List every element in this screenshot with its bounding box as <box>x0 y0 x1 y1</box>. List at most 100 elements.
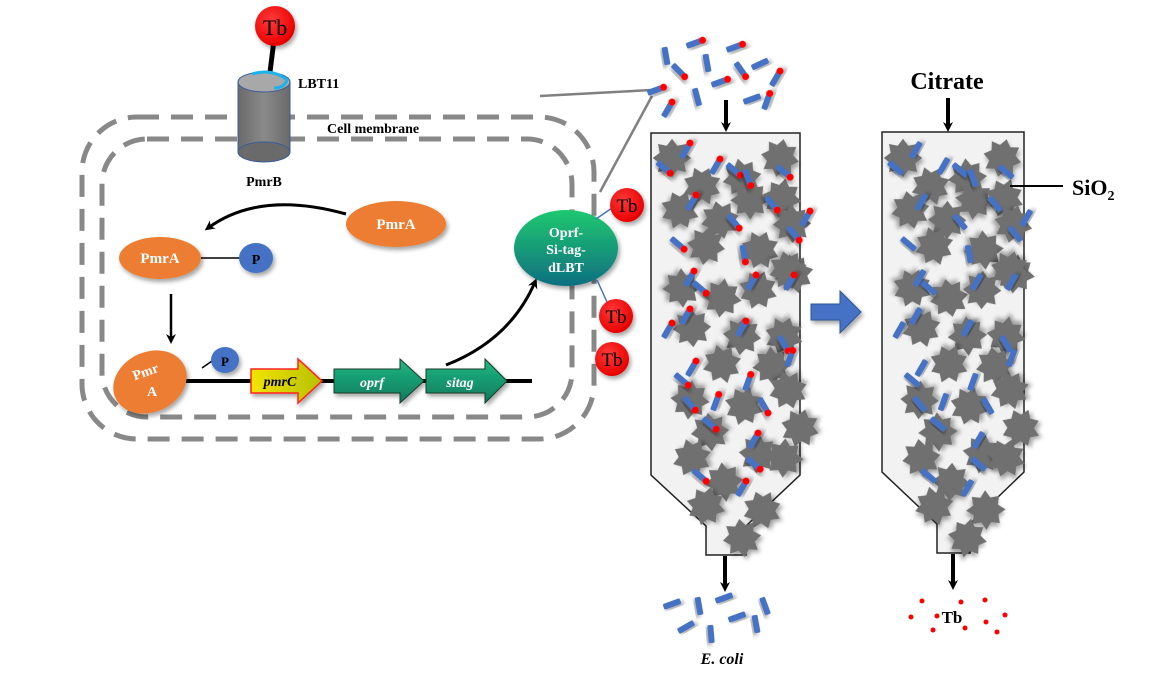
bacterium-body <box>1006 348 1018 368</box>
tb-bound-dot <box>795 236 803 244</box>
pmra-phos-label: PmrA <box>140 251 179 267</box>
bacterium-with-tb <box>685 357 700 377</box>
tb-bound-dot <box>773 206 781 214</box>
bacterium-body <box>662 598 682 610</box>
tb-bound-dot <box>668 98 676 106</box>
citrate-label: Citrate <box>910 69 984 95</box>
bacterium-body <box>970 456 987 472</box>
tb-bound-dot <box>715 390 723 398</box>
bacterium-with-tb <box>669 236 688 253</box>
bacterium-body <box>936 157 951 175</box>
gene-oprf <box>333 357 425 405</box>
bacterium-with-tb <box>784 346 797 368</box>
bacterium-with-tb <box>745 456 764 473</box>
tb-ion-dot <box>934 613 940 619</box>
bacterium-body <box>694 596 704 616</box>
bacterium <box>759 596 771 616</box>
bacterium-body <box>967 168 979 188</box>
fusion-label-1: Oprf- <box>549 226 584 241</box>
bacterium <box>1005 273 1019 291</box>
bacterium-with-tb <box>685 191 700 211</box>
gene-oprf-label: oprf <box>360 376 385 391</box>
bacterium <box>914 359 928 377</box>
bacterium-body <box>714 592 734 604</box>
tb-ion-dot <box>958 599 964 605</box>
tb-ion-3-label: Tb <box>601 350 622 371</box>
bacterium <box>960 319 974 337</box>
tb-bound-dot <box>742 477 750 485</box>
bacterium-body <box>742 93 762 105</box>
bacterium <box>964 244 974 264</box>
bacterium-body <box>751 57 769 71</box>
tb-bound-dot <box>789 346 797 354</box>
bacterium-body <box>920 280 937 296</box>
tb-ion-dot <box>908 614 914 620</box>
pmra-bound-label-2: A <box>147 385 158 400</box>
bacterium-with-tb <box>769 67 784 87</box>
bacterium-with-tb <box>747 429 762 449</box>
bacterium-body <box>913 269 927 287</box>
fusion-label-3: dLBT <box>548 261 584 276</box>
bacterium <box>887 160 904 176</box>
gene-pmrc-label: pmrC <box>263 375 297 390</box>
bacterium-with-tb <box>735 477 750 497</box>
bacterium <box>920 280 937 296</box>
bacterium-body <box>960 479 974 497</box>
tb-bound-dot <box>699 36 707 44</box>
bacterium-body <box>960 319 974 337</box>
fusion-protein-oprf-sitag-dlbt <box>514 210 618 286</box>
bacterium <box>662 598 682 610</box>
silica-particles-loaded <box>652 135 824 560</box>
bacterium-with-tb <box>733 61 750 81</box>
bacterium-body <box>887 160 904 176</box>
bacterium-body <box>981 397 995 415</box>
bacterium-with-tb <box>661 98 676 118</box>
tb-ion-dot <box>930 627 936 633</box>
bacterium-body <box>1007 225 1023 243</box>
phosphorylation-arrow <box>204 203 347 231</box>
tb-bound-dot <box>680 245 688 253</box>
tb-bound-dot <box>764 409 772 417</box>
cell-membrane-label: Cell membrane <box>327 122 419 137</box>
tb-bound-dot <box>790 271 798 279</box>
tb-ion-1 <box>610 188 644 222</box>
zoom-connector-top <box>539 88 653 98</box>
bacterium <box>714 592 734 604</box>
bacterium <box>987 195 1003 213</box>
phosphate-2-label: P <box>221 354 229 369</box>
bacterium-with-tb <box>646 83 668 96</box>
bacterium <box>981 397 995 415</box>
tb-bound-dot <box>739 40 747 48</box>
tb-bound-dot <box>666 169 674 177</box>
bacterium <box>967 372 979 392</box>
tb-bound-dot <box>747 182 755 190</box>
bacterium <box>1019 209 1033 227</box>
tb-bound-dot <box>747 370 755 378</box>
bacterium <box>960 479 974 497</box>
tb-ion-3 <box>595 342 629 376</box>
bacterium <box>914 193 928 211</box>
bacterium <box>929 416 947 432</box>
bacterium-body <box>914 193 928 211</box>
bacterium-with-tb <box>775 164 794 181</box>
gene-sitag <box>425 357 508 405</box>
bacterium-with-tb <box>691 468 710 485</box>
bacterium <box>912 395 928 413</box>
bacterium <box>751 57 769 71</box>
bacterium <box>951 162 969 178</box>
tb-bound-dot <box>756 465 764 473</box>
tb-ion-top <box>255 6 295 46</box>
bacterium-with-tb <box>726 213 743 232</box>
tb-bound-dot <box>686 139 694 147</box>
bacterium <box>751 614 761 634</box>
pmra-free <box>346 201 446 247</box>
tb-ion-dot <box>983 619 989 625</box>
bacterium <box>967 168 979 188</box>
bacterium-with-tb <box>701 416 720 433</box>
tb-bound-dot <box>692 191 700 199</box>
bacterium <box>909 141 923 159</box>
bacterium-with-tb <box>742 168 755 190</box>
tb-bound-dot <box>681 73 689 81</box>
process-flow-arrow <box>810 289 862 335</box>
bacterium-with-tb <box>655 160 674 177</box>
